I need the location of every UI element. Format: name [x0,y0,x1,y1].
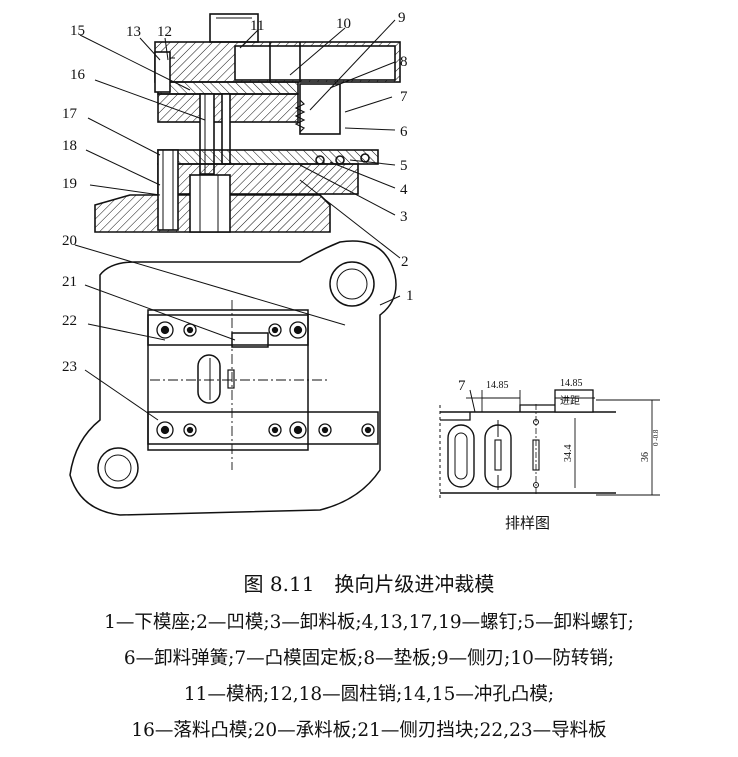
guide-plate-top [147,314,309,346]
callout-18: 18 [62,138,77,154]
callout-17: 17 [62,106,78,122]
stop-label: 进距 [560,395,580,407]
dim-pitch-1: 14.85 [486,380,509,391]
section-view [94,13,401,233]
callout-8: 8 [400,54,408,70]
callout-23: 23 [62,359,77,375]
callout-1: 1 [406,288,414,304]
legend-line-1: 1—下模座;2—凹模;3—卸料板;4,13,17,19—螺钉;5—卸料螺钉; [104,612,634,633]
die-plate [157,163,359,195]
dim-width: 7 [458,378,466,394]
callout-labels: 1 2 3 4 5 6 7 8 9 10 11 12 13 15 16 17 1… [62,10,660,532]
callout-11: 11 [250,18,264,34]
plan-view [69,240,397,516]
callout-6: 6 [400,124,408,140]
callout-19: 19 [62,176,77,192]
backing-plate [157,81,299,95]
guide-bushing-hole-left [97,447,139,489]
callout-12: 12 [157,24,172,40]
strip-layout-caption: 排样图 [505,514,550,532]
figure-title: 图 8.11 换向片级进冲裁模 [243,572,495,596]
dim-height: 34.4 [563,445,574,463]
leader-lines [74,19,476,421]
guide-bushing-hole-right [329,261,375,307]
callout-20: 20 [62,233,77,249]
die-assembly-drawing: 1 2 3 4 5 6 7 8 9 10 11 12 13 15 16 17 1… [62,10,660,532]
callout-9: 9 [398,10,406,26]
legend-line-4: 16—落料凸模;20—承料板;21—侧刃挡块;22,23—导料板 [131,720,607,741]
callout-4: 4 [400,182,408,198]
callout-5: 5 [400,158,408,174]
strip-layout [439,389,660,500]
callout-3: 3 [400,209,408,225]
dim-pitch-2: 14.85 [560,378,583,389]
callout-13: 13 [126,24,141,40]
callout-10: 10 [336,16,351,32]
advance-stop-block [554,389,594,413]
guide-plate-bottom [147,411,379,445]
stripper-plate [157,149,379,165]
legend-line-2: 6—卸料弹簧;7—凸模固定板;8—垫板;9—侧刃;10—防转销; [123,648,615,669]
dim-tolerance: 0 -0.8 [652,429,660,446]
callout-21: 21 [62,274,77,290]
callout-15: 15 [70,23,85,39]
legend-line-3: 11—模柄;12,18—圆柱销;14,15—冲孔凸模; [183,684,555,705]
callout-2: 2 [401,254,409,270]
callout-16: 16 [70,67,86,83]
callout-22: 22 [62,313,77,329]
callout-7: 7 [400,89,408,105]
dim-strip-width: 36 [640,452,651,462]
